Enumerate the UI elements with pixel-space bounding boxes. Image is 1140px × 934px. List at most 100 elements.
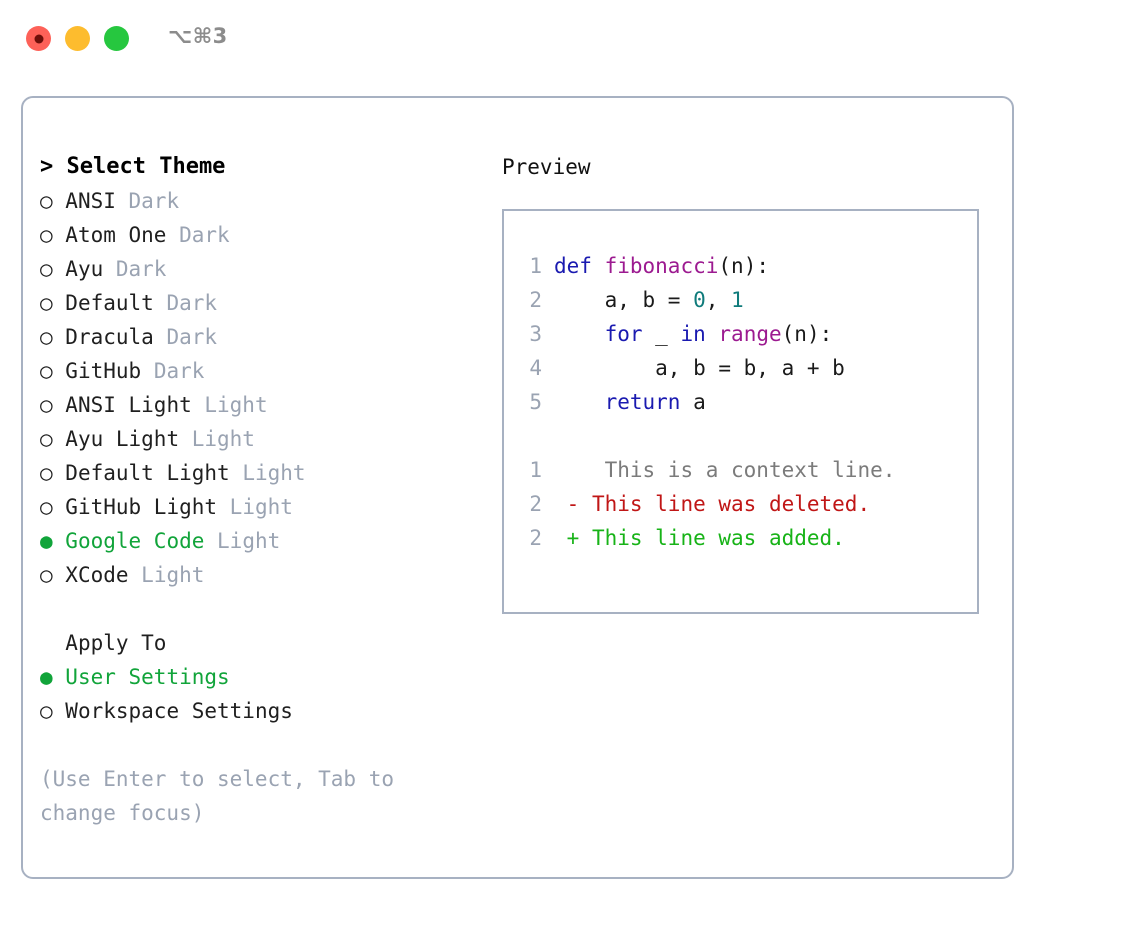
line-number: 2 [529,288,542,312]
code-token: 1 [731,288,744,312]
diff-sign: - [554,492,580,516]
radio-unselected-icon: ○ [40,325,53,349]
code-token [706,322,719,346]
radio-unselected-icon: ○ [40,461,53,485]
theme-option-variant: Dark [166,325,218,349]
diff-line-deleted: 2 - This line was deleted. [504,487,977,521]
code-token: def [554,254,592,278]
code-token [592,254,605,278]
theme-option-variant: Light [204,393,268,417]
theme-option-variant: Light [191,427,255,451]
code-token: return [604,390,681,414]
code-token: 0 [693,288,706,312]
theme-option-variant: Light [229,495,293,519]
apply-to-option-list: ● User Settings○ Workspace Settings [40,660,480,728]
code-token: for [604,322,643,346]
diff-sample: 1 This is a context line. 2 - This line w… [504,453,977,555]
theme-option-name: GitHub [52,359,154,383]
theme-option-variant: Light [141,563,205,587]
line-number: 2 [529,526,542,550]
apply-to-option-user-settings[interactable]: ● User Settings [40,660,480,694]
spacer [504,419,977,453]
theme-option-github-light[interactable]: ○ GitHub Light Light [40,490,480,524]
code-token: n [794,322,807,346]
theme-option-name: Dracula [52,325,167,349]
theme-option-variant: Dark [179,223,230,247]
code-line: 4 a, b = b, a + b [504,351,977,385]
code-token: ): [743,254,769,278]
theme-option-ansi-light[interactable]: ○ ANSI Light Light [40,388,480,422]
code-token: ): [806,322,833,346]
theme-option-name: XCode [52,563,142,587]
code-token: _ [642,322,681,346]
theme-option-name: Ayu [52,257,116,281]
code-token: ( [781,322,795,346]
theme-option-ayu-light[interactable]: ○ Ayu Light Light [40,422,480,456]
theme-option-atom-one[interactable]: ○ Atom One Dark [40,218,480,252]
code-token: range [718,322,782,346]
theme-option-name: ANSI [52,189,129,213]
keyboard-shortcut-label: ⌥⌘3 [168,24,228,48]
maximize-button-icon[interactable] [104,26,129,51]
theme-option-default[interactable]: ○ Default Dark [40,286,480,320]
main-panel: > Select Theme ○ ANSI Dark○ Atom One Dar… [21,96,1014,879]
code-token: a, b = b, a + b [554,356,845,380]
line-number: 2 [529,492,542,516]
radio-selected-icon: ● [40,529,53,553]
code-token [554,390,605,414]
theme-option-name: Ayu Light [52,427,192,451]
code-token [554,322,605,346]
radio-unselected-icon: ○ [40,563,53,587]
theme-option-dracula[interactable]: ○ Dracula Dark [40,320,480,354]
radio-selected-icon: ● [40,665,53,689]
line-number: 1 [529,254,542,278]
theme-option-list: ○ ANSI Dark○ Atom One Dark○ Ayu Dark○ De… [40,184,480,592]
code-token: a [680,390,706,414]
theme-option-github[interactable]: ○ GitHub Dark [40,354,480,388]
code-token: in [680,322,706,346]
radio-unselected-icon: ○ [40,495,53,519]
theme-option-name: Atom One [52,223,180,247]
theme-option-name: ANSI Light [52,393,205,417]
radio-unselected-icon: ○ [40,393,53,417]
radio-unselected-icon: ○ [40,223,53,247]
theme-option-name: GitHub Light [52,495,230,519]
diff-sign [554,458,579,482]
theme-option-ansi[interactable]: ○ ANSI Dark [40,184,480,218]
apply-to-option-workspace-settings[interactable]: ○ Workspace Settings [40,694,480,728]
radio-unselected-icon: ○ [40,257,53,281]
theme-option-xcode[interactable]: ○ XCode Light [40,558,480,592]
traffic-light-controls [26,26,129,51]
diff-sign: + [554,526,580,550]
code-line: 3 for _ in range(n): [504,317,977,351]
radio-unselected-icon: ○ [40,291,53,315]
line-number: 4 [529,356,542,380]
apply-to-option-label: Workspace Settings [52,699,293,723]
theme-option-default-light[interactable]: ○ Default Light Light [40,456,480,490]
line-number: 1 [529,458,542,482]
theme-option-variant: Dark [115,257,167,281]
theme-option-name: Google Code [52,529,218,553]
theme-option-ayu[interactable]: ○ Ayu Dark [40,252,480,286]
radio-unselected-icon: ○ [40,427,53,451]
select-theme-header: > Select Theme [40,154,226,179]
theme-option-variant: Light [242,461,306,485]
theme-option-variant: Light [217,529,281,553]
theme-option-google-code[interactable]: ● Google Code Light [40,524,480,558]
minimize-button-icon[interactable] [65,26,90,51]
radio-unselected-icon: ○ [40,699,53,723]
code-token: = [667,288,694,312]
code-line: 5 return a [504,385,977,419]
code-token: fibonacci [604,254,719,278]
theme-option-variant: Dark [128,189,180,213]
close-button-icon[interactable] [26,26,51,51]
theme-option-variant: Dark [166,291,218,315]
diff-text: This is a context line. [579,458,896,482]
line-number: 5 [529,390,542,414]
title-bar: ⌥⌘3 [0,0,1140,78]
